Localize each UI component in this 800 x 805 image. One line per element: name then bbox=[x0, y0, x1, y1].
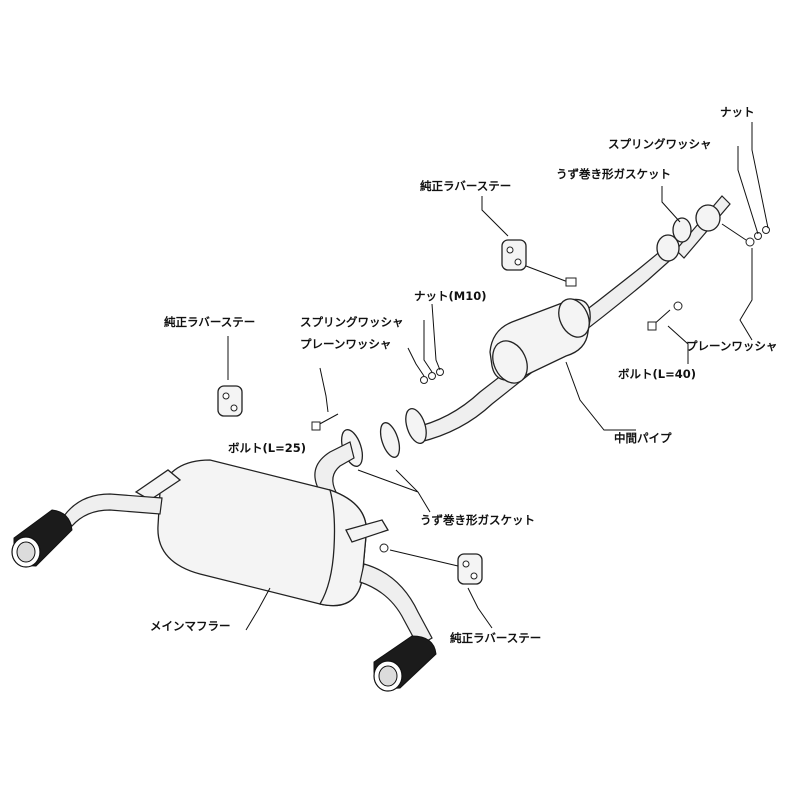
label-main-muffler: メインマフラー bbox=[150, 619, 231, 633]
tail-tip-right bbox=[373, 635, 437, 692]
label-rubber-stay-left: 純正ラバーステー bbox=[164, 315, 255, 329]
label-rubber-stay-top: 純正ラバーステー bbox=[420, 179, 511, 193]
leader-spring-washer-top bbox=[737, 146, 759, 235]
label-plain-washer-right: プレーンワッシャ bbox=[686, 339, 777, 353]
main-muffler bbox=[63, 441, 433, 647]
leader-nut-top bbox=[751, 122, 769, 229]
leader-nut-m10 bbox=[431, 303, 441, 371]
leader-rubber-stay-top bbox=[481, 196, 509, 237]
leader-spring-washer-mid bbox=[423, 320, 433, 373]
rubber-stay-bottom bbox=[379, 543, 483, 585]
label-bolt-l25: ボルト(L=25) bbox=[228, 441, 306, 455]
label-spiral-gasket-top: うず巻き形ガスケット bbox=[556, 167, 671, 181]
mid-pipe bbox=[405, 195, 731, 444]
leader-mid-pipe bbox=[565, 361, 636, 431]
label-nut-m10: ナット(M10) bbox=[414, 289, 486, 303]
leader-bolt-l25 bbox=[319, 367, 329, 413]
rubber-stay-top bbox=[501, 239, 577, 287]
leader-spiral-gasket-top bbox=[661, 186, 681, 223]
label-spring-washer-top: スプリングワッシャ bbox=[608, 137, 712, 151]
label-spring-washer-mid: スプリングワッシャ bbox=[300, 315, 404, 329]
label-spiral-gasket-mid: うず巻き形ガスケット bbox=[420, 513, 535, 527]
label-plain-washer-mid: プレーンワッシャ bbox=[300, 337, 391, 351]
label-rubber-stay-bottom: 純正ラバーステー bbox=[450, 631, 541, 645]
spiral-gasket-mid-a bbox=[379, 422, 401, 458]
leader-bolt-l40 bbox=[667, 325, 689, 364]
fasteners-mid bbox=[311, 368, 444, 431]
label-bolt-l40: ボルト(L=40) bbox=[618, 367, 696, 381]
leader-rubber-stay-bottom bbox=[467, 587, 493, 629]
tail-tip-left bbox=[11, 509, 73, 568]
bolt-l40 bbox=[647, 301, 683, 331]
label-mid-pipe: 中間パイプ bbox=[614, 431, 672, 445]
leader-spiral-gasket-mid bbox=[357, 469, 431, 513]
rubber-stay-left bbox=[217, 385, 243, 417]
label-nut-top: ナット bbox=[720, 105, 755, 119]
leader-plain-washer-mid bbox=[407, 347, 425, 377]
spiral-gasket-top bbox=[672, 217, 692, 243]
fasteners-top-right bbox=[721, 223, 770, 247]
leader-plain-washer-right bbox=[739, 248, 753, 341]
leader-main-muffler bbox=[245, 587, 271, 631]
